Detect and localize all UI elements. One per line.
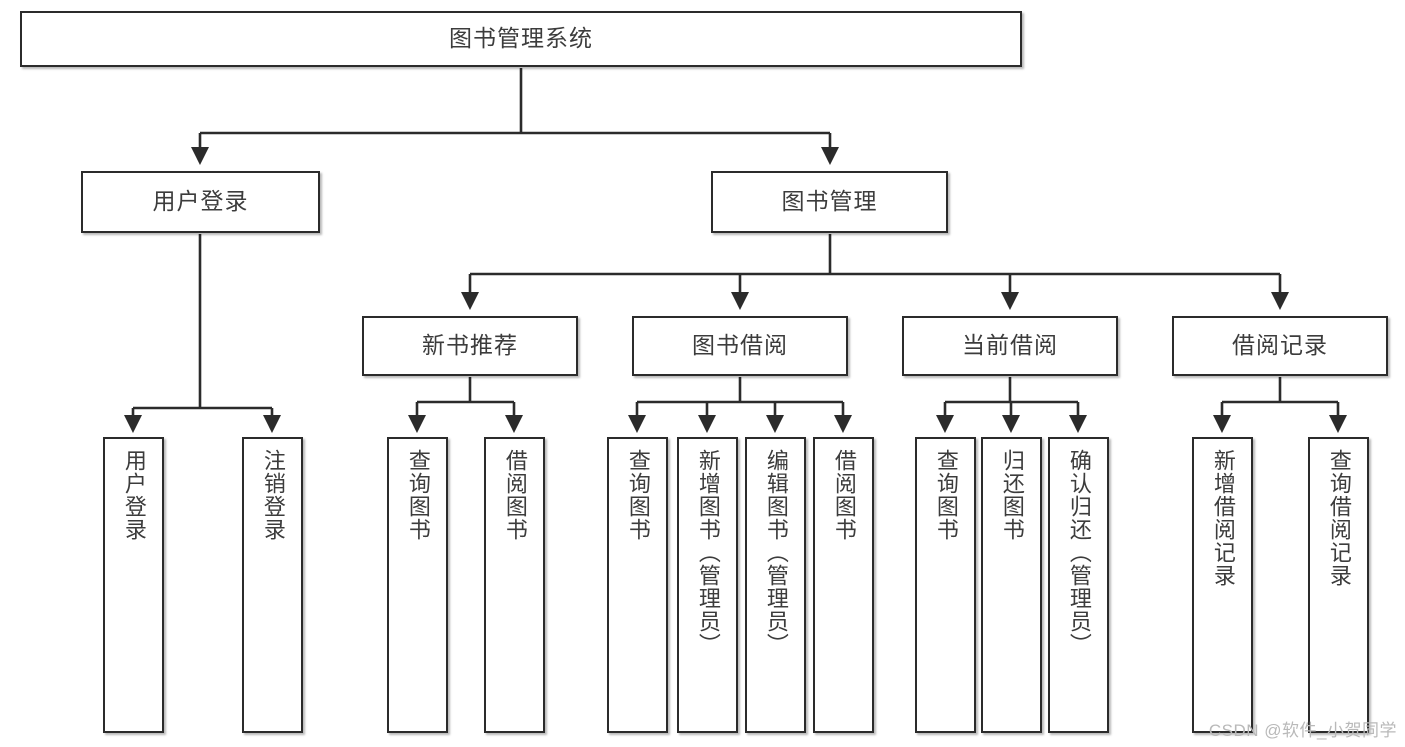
leaf-borrow-book-2-label: 借阅图书 (831, 449, 857, 541)
leaf-query-book-2[interactable]: 查询图书 (607, 437, 668, 733)
leaf-edit-book-label: 编辑图书（管理员） (763, 449, 789, 656)
node-user-login[interactable]: 用户登录 (81, 171, 320, 233)
node-book-management-label: 图书管理 (781, 188, 878, 215)
leaf-borrow-book-2[interactable]: 借阅图书 (813, 437, 874, 733)
leaf-query-borrow-record-label: 查询借阅记录 (1326, 449, 1352, 587)
leaf-add-borrow-record-label: 新增借阅记录 (1210, 449, 1236, 587)
leaf-return-book[interactable]: 归还图书 (981, 437, 1042, 733)
node-borrow-record[interactable]: 借阅记录 (1172, 316, 1388, 376)
node-book-borrow[interactable]: 图书借阅 (632, 316, 848, 376)
leaf-borrow-book-1-label: 借阅图书 (502, 449, 528, 541)
leaf-query-book-2-label: 查询图书 (625, 449, 651, 541)
node-new-book-recommend-label: 新书推荐 (422, 332, 518, 359)
node-new-book-recommend[interactable]: 新书推荐 (362, 316, 578, 376)
leaf-query-book-1[interactable]: 查询图书 (387, 437, 448, 733)
leaf-add-book[interactable]: 新增图书（管理员） (677, 437, 738, 733)
leaf-query-book-3-label: 查询图书 (933, 449, 959, 541)
leaf-query-book-3[interactable]: 查询图书 (915, 437, 976, 733)
node-book-borrow-label: 图书借阅 (692, 332, 788, 359)
node-user-login-label: 用户登录 (152, 188, 249, 215)
node-current-borrow-label: 当前借阅 (962, 332, 1058, 359)
node-book-management[interactable]: 图书管理 (711, 171, 948, 233)
leaf-add-borrow-record[interactable]: 新增借阅记录 (1192, 437, 1253, 733)
leaf-logout-login-label: 注销登录 (260, 449, 286, 541)
leaf-user-login[interactable]: 用户登录 (103, 437, 164, 733)
leaf-edit-book[interactable]: 编辑图书（管理员） (745, 437, 806, 733)
leaf-confirm-return[interactable]: 确认归还（管理员） (1048, 437, 1109, 733)
leaf-borrow-book-1[interactable]: 借阅图书 (484, 437, 545, 733)
node-root-system[interactable]: 图书管理系统 (20, 11, 1022, 67)
csdn-watermark: CSDN @软件_小贺同学 (1208, 721, 1397, 740)
leaf-query-book-1-label: 查询图书 (405, 449, 431, 541)
leaf-user-login-label: 用户登录 (121, 449, 147, 541)
leaf-query-borrow-record[interactable]: 查询借阅记录 (1308, 437, 1369, 733)
node-current-borrow[interactable]: 当前借阅 (902, 316, 1118, 376)
node-borrow-record-label: 借阅记录 (1232, 332, 1328, 359)
leaf-add-book-label: 新增图书（管理员） (695, 449, 721, 656)
leaf-logout-login[interactable]: 注销登录 (242, 437, 303, 733)
node-root-system-label: 图书管理系统 (449, 25, 593, 52)
leaf-return-book-label: 归还图书 (999, 449, 1025, 541)
leaf-confirm-return-label: 确认归还（管理员） (1066, 449, 1092, 656)
